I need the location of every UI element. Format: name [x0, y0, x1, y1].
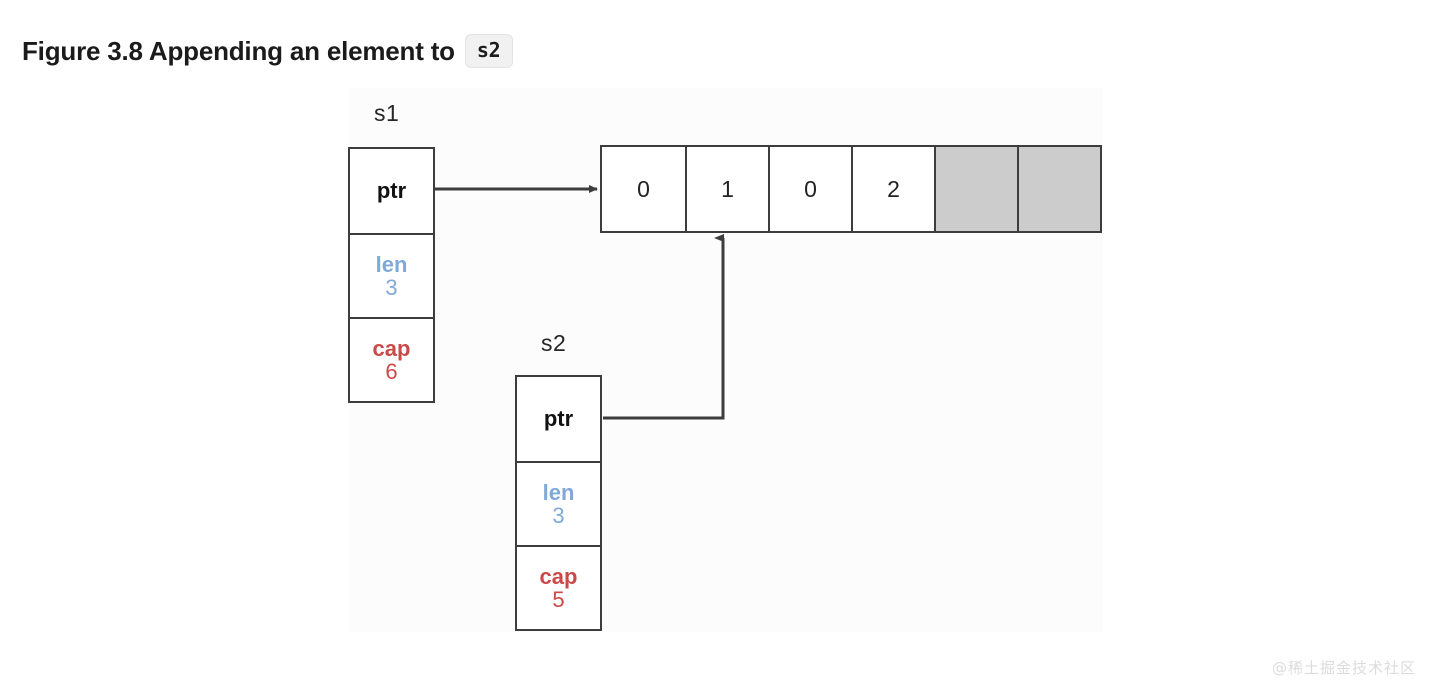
array-cell-0: 0 — [602, 147, 685, 231]
watermark: @稀土掘金技术社区 — [1271, 659, 1416, 677]
array-cell-3: 2 — [851, 147, 934, 231]
s2-field-len-name: len — [542, 479, 575, 505]
figure-title-text: Figure 3.8 Appending an element to — [22, 36, 455, 66]
s2-field-len: len 3 — [517, 461, 600, 545]
s2-field-ptr: ptr — [517, 377, 600, 461]
slice-label-s1: s1 — [374, 100, 400, 126]
slice-label-s2: s2 — [541, 330, 567, 356]
slice-struct-s2: ptr len 3 cap 5 — [515, 375, 602, 631]
s1-field-len: len 3 — [350, 233, 433, 317]
array-cell-1: 1 — [685, 147, 768, 231]
s2-field-ptr-name: ptr — [543, 406, 574, 432]
figure-title: Figure 3.8 Appending an element to s2 — [22, 34, 513, 68]
s1-field-ptr-name: ptr — [376, 178, 407, 204]
s2-field-len-value: 3 — [552, 503, 565, 528]
array-cell-5 — [1017, 147, 1100, 231]
backing-array: 0 1 0 2 — [600, 145, 1102, 233]
s2-field-cap: cap 5 — [517, 545, 600, 629]
s1-field-len-value: 3 — [385, 275, 398, 300]
s1-field-len-name: len — [375, 251, 408, 277]
s1-field-cap-name: cap — [372, 335, 411, 361]
array-cell-4 — [934, 147, 1017, 231]
s1-field-ptr: ptr — [350, 149, 433, 233]
slice-struct-s1: ptr len 3 cap 6 — [348, 147, 435, 403]
code-badge-s2: s2 — [464, 34, 513, 68]
s1-field-cap: cap 6 — [350, 317, 433, 401]
s2-field-cap-name: cap — [539, 563, 578, 589]
array-cell-2: 0 — [768, 147, 851, 231]
s1-field-cap-value: 6 — [385, 359, 398, 384]
s2-field-cap-value: 5 — [552, 587, 565, 612]
